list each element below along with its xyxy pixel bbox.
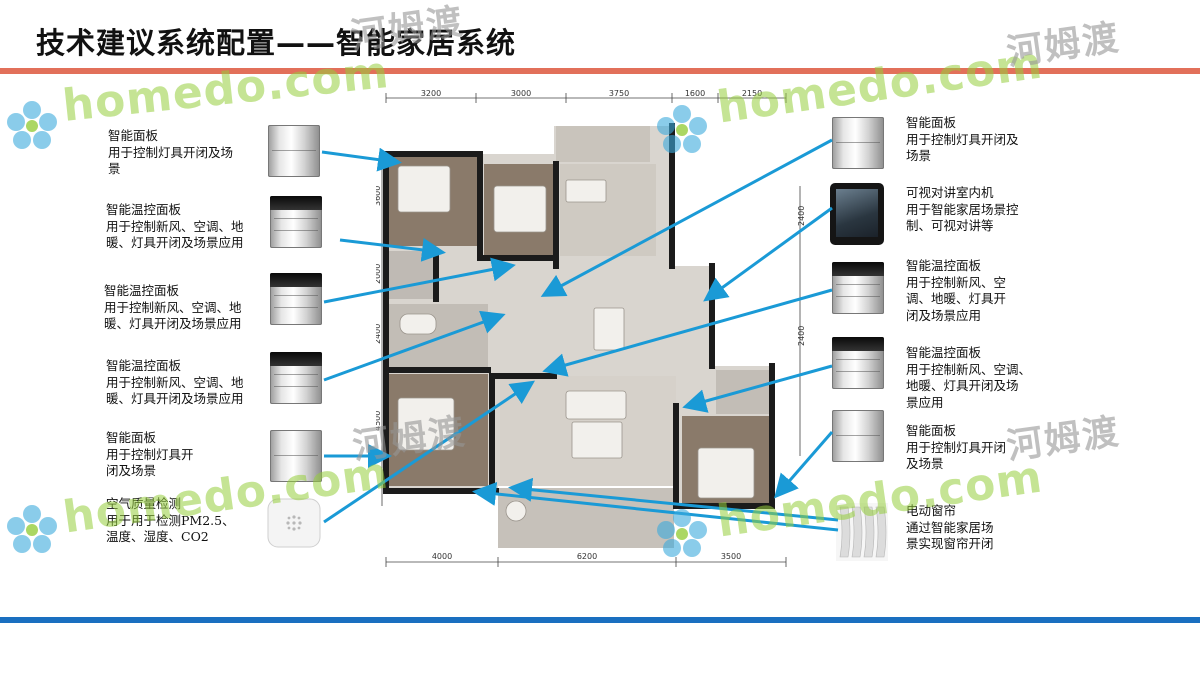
watermark-flower-icon <box>7 505 57 553</box>
right-label-6: 电动窗帘通过智能家居场景实现窗帘开闭 <box>906 503 994 551</box>
dim-top-4: 1600 <box>685 89 705 98</box>
left-label-2: 智能温控面板用于控制新风、空调、地暖、灯具开闭及场景应用 <box>106 202 244 250</box>
left-label-1: 智能面板用于控制灯具开闭及场景 <box>108 128 234 176</box>
watermark-hemudu: 河姆渡 <box>1004 411 1123 468</box>
switch-panel-icon <box>832 410 884 462</box>
right-label-1: 智能面板用于控制灯具开闭及场景 <box>906 115 1019 163</box>
bottom-divider <box>0 617 1200 623</box>
left-label-5: 智能面板用于控制灯具开闭及场景 <box>106 430 194 478</box>
dim-bottom-2: 6200 <box>577 552 597 561</box>
thermostat-panel-icon <box>270 273 322 325</box>
right-label-2: 可视对讲室内机用于智能家居场景控制、可视对讲等 <box>906 185 1019 233</box>
dim-bottom-1: 4000 <box>432 552 452 561</box>
thermostat-panel-icon <box>832 337 884 389</box>
left-label-6: 空气质量检测用于用于检测PM2.5、温度、湿度、CO2 <box>106 496 235 544</box>
left-label-3: 智能温控面板用于控制新风、空调、地暖、灯具开闭及场景应用 <box>104 283 242 331</box>
thermostat-panel-icon <box>270 352 322 404</box>
dim-left-4: 4500 <box>376 411 382 431</box>
top-divider <box>0 68 1200 74</box>
dim-right-2: 2400 <box>797 326 806 346</box>
thermostat-panel-icon <box>832 262 884 314</box>
dim-left-2: 2000 <box>376 264 382 284</box>
dim-right-1: 2400 <box>797 206 806 226</box>
right-label-4: 智能温控面板用于控制新风、空调、地暖、灯具开闭及场景应用 <box>906 345 1032 410</box>
watermark-hemudu: 河姆渡 <box>1004 17 1123 74</box>
intercom-tablet-icon <box>830 183 884 245</box>
dim-top-2: 3000 <box>511 89 531 98</box>
dim-left-1: 3600 <box>376 186 382 206</box>
thermostat-panel-icon <box>270 196 322 248</box>
watermark-flower-icon <box>7 101 57 149</box>
dim-bottom-3: 3500 <box>721 552 741 561</box>
dimension-bottom <box>385 557 787 567</box>
air-quality-sensor-icon <box>267 498 321 548</box>
dim-left-3: 2400 <box>376 324 382 344</box>
motorized-curtain-icon <box>836 503 888 561</box>
switch-panel-icon <box>270 430 322 482</box>
right-label-3: 智能温控面板用于控制新风、空调、地暖、灯具开闭及场景应用 <box>906 258 1007 323</box>
page-title: 技术建议系统配置——智能家居系统 <box>36 26 517 60</box>
dim-top-1: 3200 <box>421 89 441 98</box>
floor-plan: 3200 3000 3750 1600 2150 4000 6200 3500 … <box>376 89 806 567</box>
switch-panel-icon <box>832 117 884 169</box>
dim-top-3: 3750 <box>609 89 629 98</box>
right-label-5: 智能面板用于控制灯具开闭及场景 <box>906 423 1007 471</box>
left-label-4: 智能温控面板用于控制新风、空调、地暖、灯具开闭及场景应用 <box>106 358 244 406</box>
switch-panel-icon <box>268 125 320 177</box>
dim-top-5: 2150 <box>742 89 762 98</box>
dimension-top <box>385 93 787 103</box>
